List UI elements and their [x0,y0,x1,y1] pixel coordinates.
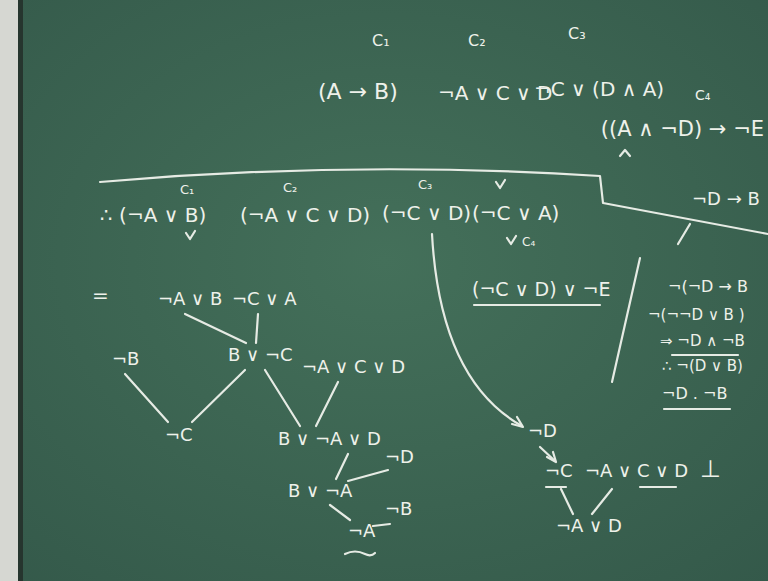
chalk-formula: ¬A [348,521,375,542]
resolution-line [316,382,338,426]
chalk-formula: ¬(¬D → B [668,278,748,296]
resolution-line [125,374,168,422]
chalk-formula: ¬B [385,499,412,520]
chalk-formula: ¬D → B [692,189,760,210]
board-frame [18,0,23,581]
chalk-formula: C₃ [418,178,432,193]
squiggle [345,552,375,556]
chalk-formula: ((A ∧ ¬D) → ¬E [601,117,764,141]
check-mark [507,236,516,244]
resolution-line [336,454,348,479]
chalk-formula: (A → B) [318,79,398,104]
wall-strip [0,0,18,581]
underline [546,486,566,488]
chalk-formula: ¬A ∨ B [158,289,222,310]
chalk-formula: ¬(¬¬D ∨ B ) [648,307,745,324]
chalk-formula: ¬C [165,425,193,446]
chalk-formula: (¬C ∨ D) ∨ ¬E [472,279,611,301]
chalk-formula: ¬C ∨ (D ∧ A) [534,78,664,101]
chalk-formula: ¬D . ¬B [662,385,727,403]
resolution-line [256,314,258,343]
chalk-formula: C₄ [522,236,535,250]
chalk-formula: ¬D [528,421,557,442]
chalk-formula: ¬C [545,461,573,482]
chalk-formula: = [92,284,109,307]
chalk-formula: ¬A ∨ D [556,516,622,537]
resolution-line [330,505,350,520]
check-mark [186,231,195,239]
resolution-line [348,470,388,481]
chalk-formula: ⊥ [700,456,721,484]
resolution-arrow [432,234,522,426]
chalk-strokes [100,150,768,555]
chalk-formula: ∴ ¬(D ∨ B) [662,358,743,375]
underline [672,354,738,356]
chalk-formula: B ∨ ¬A ∨ D [278,429,381,450]
chalk-formula: ¬C ∨ A [232,289,297,310]
divider-line [100,169,768,234]
chalk-formula: (¬C ∨ A) [472,202,559,225]
chalk-formula: C₁ [372,32,390,50]
arrow-head [512,417,523,427]
chalk-formula: C₂ [468,32,486,50]
caret-mark [620,150,630,156]
resolution-line [192,370,245,422]
chalk-formula: C₄ [695,87,710,103]
chalk-formula: ∴ (¬A ∨ B) [100,204,206,227]
chalk-formula: (¬A ∨ C ∨ D) [240,204,370,227]
resolution-line [373,524,390,526]
check-mark [496,180,505,188]
chalk-formula: B ∨ ¬C [228,345,293,366]
chalk-formula: C₂ [283,181,297,196]
resolution-line [185,314,246,343]
underline [474,304,600,306]
chalk-formula: C₁ [180,183,194,198]
underline [640,486,676,488]
underline [664,408,730,410]
divider-line [612,258,640,382]
chalk-formula: C₃ [568,25,586,43]
resolution-line [592,489,612,514]
chalk-formula: ¬D [385,447,414,468]
resolution-arrow [540,447,555,461]
chalk-formula: (¬C ∨ D) [382,202,471,225]
chalk-formula: ¬B [112,349,139,370]
resolution-line [265,370,300,426]
chalk-formula: ⇒ ¬D ∧ ¬B [660,333,745,350]
slash-mark [678,224,690,244]
chalk-formula: ¬A ∨ C ∨ D [585,461,688,482]
chalk-formula: B ∨ ¬A [288,481,352,502]
resolution-line [561,489,573,514]
chalk-formula: ¬A ∨ C ∨ D [302,357,405,378]
